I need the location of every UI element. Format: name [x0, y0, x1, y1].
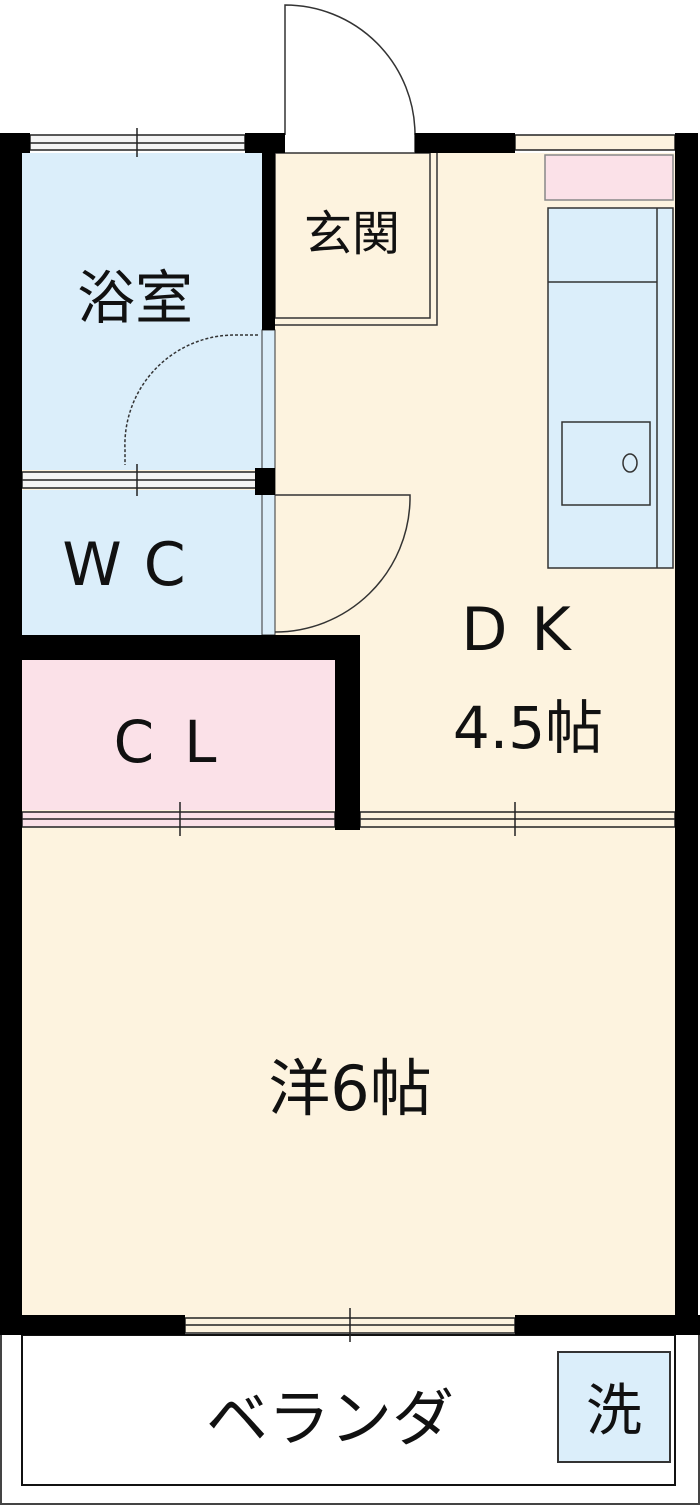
label-laundry: 洗 — [586, 1379, 642, 1444]
label-dk-size: 4.5帖 — [453, 694, 603, 762]
doors — [124, 4, 416, 633]
entrance-floor — [274, 152, 431, 319]
faucet-icon — [622, 453, 638, 473]
label-bath: 浴室 — [77, 264, 193, 332]
kitchen-counter — [547, 207, 674, 569]
entrance-step — [275, 153, 438, 326]
wc-floor — [22, 490, 262, 635]
walls — [0, 133, 700, 1335]
label-dk: DK — [461, 595, 595, 665]
label-wc: WC — [62, 530, 207, 600]
label-closet: CL — [114, 708, 247, 776]
label-entrance: 玄関 — [304, 206, 400, 262]
bath-floor — [22, 153, 262, 470]
kitchen-shelf — [544, 154, 674, 201]
closet-floor — [22, 660, 335, 810]
label-veranda: ベランダ — [206, 1382, 454, 1455]
label-western-room: 洋6帖 — [268, 1052, 431, 1125]
windows — [21, 128, 676, 1342]
sink — [561, 421, 651, 506]
laundry-space — [557, 1351, 671, 1463]
